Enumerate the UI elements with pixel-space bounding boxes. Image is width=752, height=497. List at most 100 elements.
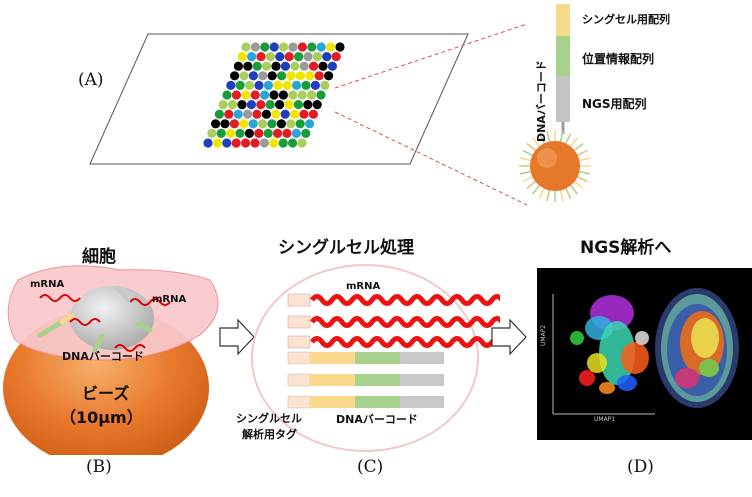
tag-box xyxy=(287,351,311,365)
array-bead xyxy=(269,42,279,52)
zoom-line-bottom xyxy=(334,111,528,206)
array-bead xyxy=(231,138,241,148)
array-bead xyxy=(243,61,253,71)
array-bead xyxy=(294,52,304,62)
array-bead xyxy=(295,71,305,81)
array-bead xyxy=(241,90,251,100)
panel-b-mrna-1: mRNA xyxy=(30,279,65,290)
umap-cluster xyxy=(587,353,607,373)
array-bead xyxy=(260,90,270,100)
array-bead xyxy=(265,52,275,62)
array-bead xyxy=(229,119,239,129)
array-bead xyxy=(303,52,313,62)
umap-y-label: UMAP2 xyxy=(540,324,547,346)
panel-label-d: (D) xyxy=(627,457,654,477)
panel-b-graphic xyxy=(3,265,219,455)
array-bead xyxy=(231,90,241,100)
array-bead xyxy=(237,52,247,62)
array-bead xyxy=(316,90,326,100)
mrna-wave xyxy=(309,316,500,328)
array-bead xyxy=(259,138,269,148)
array-bead xyxy=(275,52,285,62)
barcode-rows xyxy=(287,351,444,409)
array-bead xyxy=(312,100,322,110)
bead-sphere xyxy=(530,141,580,191)
panel-c-mrna: mRNA xyxy=(346,281,381,292)
array-bead xyxy=(226,128,236,138)
umap-cluster xyxy=(621,342,649,374)
panel-c-barcode-label: DNAバーコード xyxy=(336,413,418,426)
barcode-gray xyxy=(400,352,444,364)
array-bead xyxy=(247,52,257,62)
panel-d-title: NGS解析へ xyxy=(580,238,672,258)
barcode-yellow xyxy=(310,352,355,364)
panel-b-title: 細胞 xyxy=(82,247,116,267)
panel-c-tag-line2: 解析用タグ xyxy=(242,428,297,441)
array-bead xyxy=(327,61,337,71)
array-bead xyxy=(305,119,315,129)
array-bead xyxy=(288,138,298,148)
arrow-c-to-d xyxy=(491,318,527,356)
array-bead xyxy=(299,61,309,71)
tag-box xyxy=(287,373,311,387)
array-bead xyxy=(312,52,322,62)
array-bead xyxy=(241,42,251,52)
array-bead xyxy=(305,71,315,81)
array-bead xyxy=(235,128,245,138)
array-bead xyxy=(260,42,270,52)
array-bead xyxy=(335,42,345,52)
array-bead xyxy=(254,80,264,90)
barcode-green xyxy=(355,374,400,386)
glass-slide xyxy=(89,33,469,165)
array-bead xyxy=(278,90,288,100)
bead-strands xyxy=(519,130,591,202)
array-bead xyxy=(216,128,226,138)
mrna-wave xyxy=(309,294,500,306)
umap-x-label: UMAP1 xyxy=(594,416,616,423)
array-bead xyxy=(239,71,249,81)
array-bead xyxy=(284,100,294,110)
array-bead xyxy=(267,71,277,81)
array-bead xyxy=(261,109,271,119)
mrna-waves xyxy=(309,294,500,348)
array-bead xyxy=(241,138,251,148)
array-bead xyxy=(207,128,217,138)
barcode-probes xyxy=(37,285,153,353)
zoom-line-top xyxy=(334,23,528,89)
array-bead xyxy=(237,100,247,110)
array-bead xyxy=(271,61,281,71)
nucleus xyxy=(70,286,154,350)
umap-cluster xyxy=(579,370,595,386)
array-bead xyxy=(218,100,228,110)
array-bead xyxy=(248,71,258,81)
panel-b-mrna-2: mRNA xyxy=(152,294,187,305)
array-bead xyxy=(214,109,224,119)
array-bead xyxy=(318,61,328,71)
array-bead xyxy=(276,119,286,129)
umap-cluster xyxy=(617,375,637,391)
array-bead xyxy=(228,100,238,110)
array-bead xyxy=(286,119,296,129)
array-bead xyxy=(233,61,243,71)
umap-clusters xyxy=(570,295,649,394)
arrow-b-to-c xyxy=(219,318,255,356)
array-bead xyxy=(284,52,294,62)
array-bead xyxy=(265,100,275,110)
array-bead xyxy=(303,100,313,110)
panel-label-c: (C) xyxy=(357,457,384,477)
mrna-wave xyxy=(309,336,500,348)
array-bead xyxy=(309,61,319,71)
array-bead xyxy=(282,128,292,138)
barcode-seg-label-2: 位置情報配列 xyxy=(582,52,655,66)
array-bead xyxy=(271,109,281,119)
barcode-seg-label-1: シングセル用配列 xyxy=(582,13,670,26)
barcode-segment-3 xyxy=(556,76,570,122)
array-bead xyxy=(301,80,311,90)
array-bead xyxy=(297,138,307,148)
array-bead xyxy=(291,128,301,138)
tissue-section xyxy=(655,288,739,408)
umap-cluster xyxy=(599,382,615,394)
array-bead xyxy=(320,80,330,90)
panel-b-barcode-label: DNAバーコード xyxy=(62,350,144,363)
array-bead xyxy=(230,71,240,81)
